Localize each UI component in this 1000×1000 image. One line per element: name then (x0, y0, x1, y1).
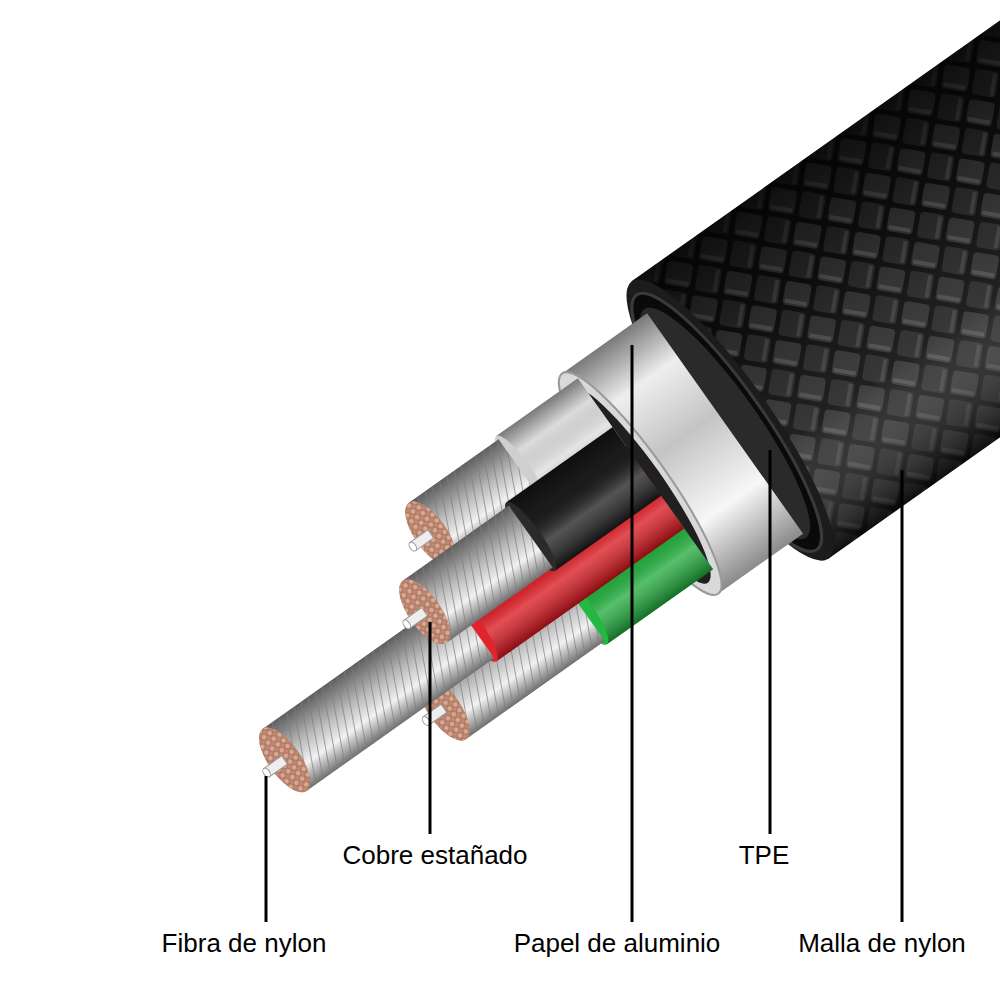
part-label: Malla de nylon (796, 928, 968, 958)
leader-line (265, 776, 268, 922)
leader-line (631, 345, 634, 922)
leader-line (429, 622, 432, 834)
part-label: Fibra de nylon (160, 928, 329, 958)
part-label: Papel de aluminio (512, 928, 723, 958)
part-label: TPE (737, 840, 792, 870)
leader-line (901, 470, 904, 922)
leader-line (769, 450, 772, 834)
part-label: Cobre estañado (340, 840, 529, 870)
